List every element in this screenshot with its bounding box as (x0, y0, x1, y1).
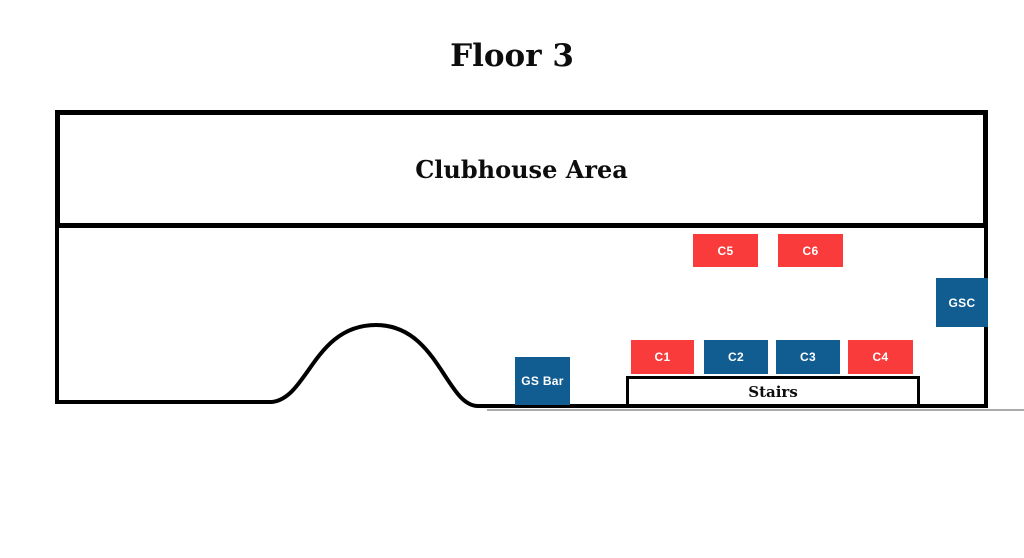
section-c5-label: C5 (717, 243, 734, 258)
section-gsc[interactable]: GSC (936, 278, 988, 327)
clubhouse-area: Clubhouse Area (55, 110, 988, 228)
section-c2[interactable]: C2 (704, 340, 768, 374)
section-c3[interactable]: C3 (776, 340, 840, 374)
section-c6[interactable]: C6 (778, 234, 843, 267)
section-c3-label: C3 (800, 350, 816, 364)
section-c2-label: C2 (728, 350, 744, 364)
section-c4[interactable]: C4 (848, 340, 913, 374)
section-c4-label: C4 (872, 350, 889, 364)
section-c6-label: C6 (802, 243, 819, 258)
faint-shadow-line (487, 409, 1024, 411)
section-c5[interactable]: C5 (693, 234, 758, 267)
stairs-label: Stairs (748, 382, 798, 401)
page-title: Floor 3 (450, 38, 574, 74)
section-gs-bar[interactable]: GS Bar (515, 357, 570, 405)
section-c1-label: C1 (654, 350, 671, 364)
stairs-area: Stairs (626, 376, 920, 407)
section-gs-bar-label: GS Bar (521, 374, 564, 388)
section-gsc-label: GSC (948, 295, 976, 310)
clubhouse-area-label: Clubhouse Area (415, 154, 628, 184)
lower-area-wall-path (55, 226, 988, 408)
section-c1[interactable]: C1 (631, 340, 694, 374)
